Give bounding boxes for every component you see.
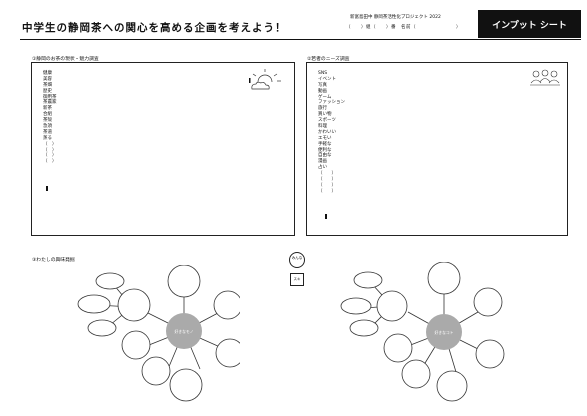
class-name-line: （ ）組（ ）番 名前（ ） (346, 24, 461, 30)
left-mindmap (70, 265, 240, 405)
sun-cloud-icon (248, 67, 288, 91)
text-cursor (325, 214, 327, 219)
project-name: 新富島田中 静岡茶活性化プロジェクト 2022 (350, 14, 441, 20)
sticker-bottom-text: スキ (291, 277, 303, 282)
bubble (474, 288, 502, 316)
bubble (341, 298, 371, 314)
right-center-label: 好きなコト (426, 330, 462, 336)
bubble (350, 320, 378, 336)
bubble (88, 320, 116, 336)
suki-sticker: スキ (290, 273, 304, 286)
section3-label: ③わたしの興味発掘 (32, 256, 75, 263)
bubble (214, 291, 240, 319)
sticker-top-text: みんな (290, 256, 304, 261)
section1-list: 健康美容茶畑歴史御用茶茶農家新茶合組茶殻急須茶道蒸る（ ）（ ）（ ）（ ） (43, 71, 57, 165)
bubble (78, 295, 110, 313)
section2-label: ②若者のニーズ調査 (307, 55, 349, 62)
list-item: （ ） (43, 142, 57, 148)
minna-sticker: みんな (289, 252, 305, 268)
bubble (402, 360, 430, 388)
left-center-label: 好きなモノ (166, 329, 202, 335)
bubble (168, 265, 200, 297)
list-item: （ ） (318, 189, 345, 195)
bubble (122, 331, 150, 359)
header-divider (20, 39, 581, 40)
section2-box (306, 62, 568, 236)
bubble (476, 340, 504, 368)
right-mindmap (338, 262, 508, 402)
bubble (377, 291, 407, 321)
sheet-badge: インプット シート (478, 10, 581, 38)
bubble (384, 334, 412, 362)
group-people-icon (528, 68, 562, 88)
bubble (170, 369, 202, 401)
page-title: 中学生の静岡茶への関心を高める企画を考えよう！ (22, 20, 287, 35)
bubble (96, 273, 124, 289)
bubble (216, 339, 240, 367)
bubble (118, 289, 150, 321)
bubble (437, 371, 467, 401)
section1-label: ①静岡のお茶の現状・魅力調査 (32, 55, 99, 62)
bubble (428, 262, 460, 294)
text-cursor (46, 186, 48, 191)
bubble (142, 357, 170, 385)
bubble (354, 272, 382, 288)
list-item: （ ） (43, 159, 57, 165)
